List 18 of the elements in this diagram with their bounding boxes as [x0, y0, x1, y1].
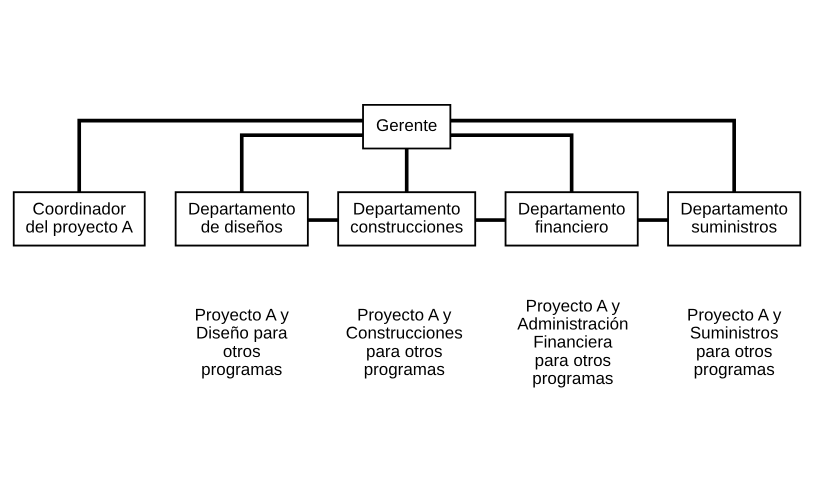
connector [450, 118, 736, 192]
node-label: Proyecto A y Administración Financiera para otros programas [517, 296, 629, 388]
node-label: Proyecto A y Diseño para otros programas [194, 305, 289, 379]
connector [77, 118, 363, 192]
node-box: Departamento de diseños [174, 191, 309, 246]
node-box: Gerente [362, 104, 452, 150]
connector [240, 133, 363, 192]
connector [450, 133, 574, 192]
connector [476, 218, 506, 222]
node-box: Departamento financiero [504, 191, 639, 246]
node-box: Departamento construcciones [337, 191, 476, 246]
node-box: Departamento suministros [667, 191, 802, 246]
node-label: Proyecto A y Construcciones para otros programas [346, 305, 463, 379]
connector [404, 148, 409, 192]
connector [308, 218, 338, 222]
node-box: Coordinador del proyecto A [12, 191, 146, 246]
connector [638, 218, 668, 222]
node-label: Proyecto A y Suministros para otros programas [687, 305, 782, 379]
